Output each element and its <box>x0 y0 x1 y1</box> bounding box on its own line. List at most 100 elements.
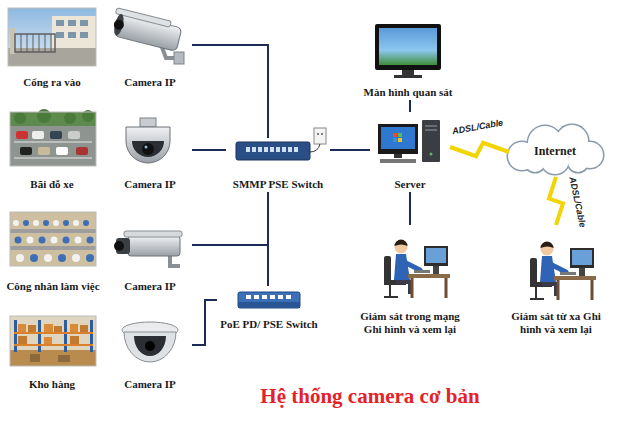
server-pc-icon <box>378 120 440 163</box>
gate-photo <box>56 32 64 38</box>
warehouse-photo <box>54 326 62 332</box>
warehouse-photo <box>38 320 41 352</box>
workers-photo <box>86 254 94 262</box>
poe-switch-icon <box>254 295 259 299</box>
gate-photo <box>80 32 88 38</box>
warehouse-photo <box>14 344 93 346</box>
node-label: Cổng ra vào <box>5 76 99 89</box>
gate-photo <box>52 16 96 50</box>
link-label: ADSL/Cable <box>451 118 502 138</box>
node-label: Công nhân làm việc <box>2 280 104 293</box>
cable-line <box>409 192 411 225</box>
dome-camera <box>122 322 178 362</box>
smmp-switch-icon <box>321 133 323 135</box>
server-pc-icon <box>398 133 402 137</box>
node-label: Internet <box>505 145 605 158</box>
cable-line <box>267 192 269 286</box>
ip-camera: Camera IP <box>108 214 192 294</box>
node-label: Server <box>370 178 450 191</box>
bullet-camera <box>110 8 183 52</box>
ip-camera: Camera IP <box>108 8 192 90</box>
smmp-switch-icon <box>294 147 298 152</box>
node-label: Camera IP <box>108 280 192 293</box>
poe-switch-icon <box>238 292 300 308</box>
workers-photo <box>39 237 46 244</box>
workers-photo <box>10 212 96 266</box>
parking-photo <box>38 147 50 155</box>
ptz-camera <box>145 146 148 149</box>
wireless-link <box>450 143 509 156</box>
warehouse-photo <box>70 336 79 344</box>
warehouse-photo <box>18 324 26 332</box>
server-pc-icon <box>425 126 437 130</box>
workers-photo <box>83 220 89 226</box>
warehouse-photo <box>70 324 78 332</box>
poe-switch-icon <box>238 302 300 308</box>
dome-camera <box>145 341 155 351</box>
smmp-switch-icon <box>246 147 250 152</box>
gate-photo <box>8 8 96 66</box>
monitoring-station: Giám sát từ xa Ghi hình và xem lại <box>500 225 612 337</box>
cable-line <box>192 149 226 151</box>
workers-photo <box>53 220 59 226</box>
server: Server <box>370 112 450 192</box>
smmp-switch-icon <box>264 147 268 152</box>
workers-photo <box>33 220 39 226</box>
ptz-camera <box>126 118 170 163</box>
poe-switch-icon <box>238 292 300 308</box>
network-switch: PoE PD/ PSE Switch <box>217 286 321 332</box>
monitor: Màn hình quan sát <box>352 20 464 100</box>
workers-photo <box>58 254 66 262</box>
warehouse-photo <box>14 332 93 334</box>
server-pc-icon <box>394 154 402 158</box>
poe-switch-icon <box>278 295 283 299</box>
node-label: Camera IP <box>108 178 192 191</box>
smmp-switch-icon <box>310 144 320 152</box>
workers-photo <box>43 220 49 226</box>
gate-photo <box>8 8 96 66</box>
bullet-camera <box>112 13 125 36</box>
bullet-camera <box>113 19 125 31</box>
warehouse-photo <box>64 320 67 352</box>
monitor-icon <box>379 28 437 65</box>
network-switch: SMMP PSE Switch <box>226 138 330 192</box>
parking-photo <box>32 131 44 139</box>
warehouse-photo <box>10 316 96 366</box>
node-label: Camera IP <box>108 378 192 391</box>
cable-line <box>192 300 217 345</box>
warehouse-photo <box>10 316 96 366</box>
workers-photo <box>63 237 70 244</box>
node-label: PoE PD/ PSE Switch <box>217 318 321 331</box>
warehouse-photo <box>30 354 40 362</box>
scene-photo: Công nhân làm việc <box>2 210 104 294</box>
parking-photo <box>37 109 51 123</box>
cable-line <box>192 245 268 286</box>
smmp-switch-icon <box>317 133 319 135</box>
workers-photo <box>13 220 19 226</box>
workers-photo <box>73 220 79 226</box>
gate-photo <box>68 32 76 38</box>
parking-photo <box>56 147 68 155</box>
ptz-camera <box>142 143 154 155</box>
workers-photo <box>87 237 94 244</box>
workers-photo <box>10 246 96 250</box>
node-label: Giám sát trong mạng Ghi hình và xem lại <box>354 310 466 336</box>
workers-photo <box>63 220 69 226</box>
box-camera <box>114 241 124 251</box>
warehouse-photo <box>80 325 88 332</box>
scene-photo: Cổng ra vào <box>5 6 99 90</box>
monitor-icon <box>394 75 422 78</box>
warehouse-photo <box>58 355 70 362</box>
parking-photo <box>76 147 88 155</box>
operator-desk <box>530 242 596 300</box>
dome-camera <box>134 336 166 356</box>
monitoring-station: Giám sát trong mạng Ghi hình và xem lại <box>354 225 466 337</box>
smmp-switch-icon <box>258 147 262 152</box>
workers-photo <box>10 212 96 266</box>
parking-photo <box>64 112 76 124</box>
ptz-camera <box>126 127 170 163</box>
warehouse-photo <box>18 336 27 344</box>
workers-photo <box>10 212 96 266</box>
